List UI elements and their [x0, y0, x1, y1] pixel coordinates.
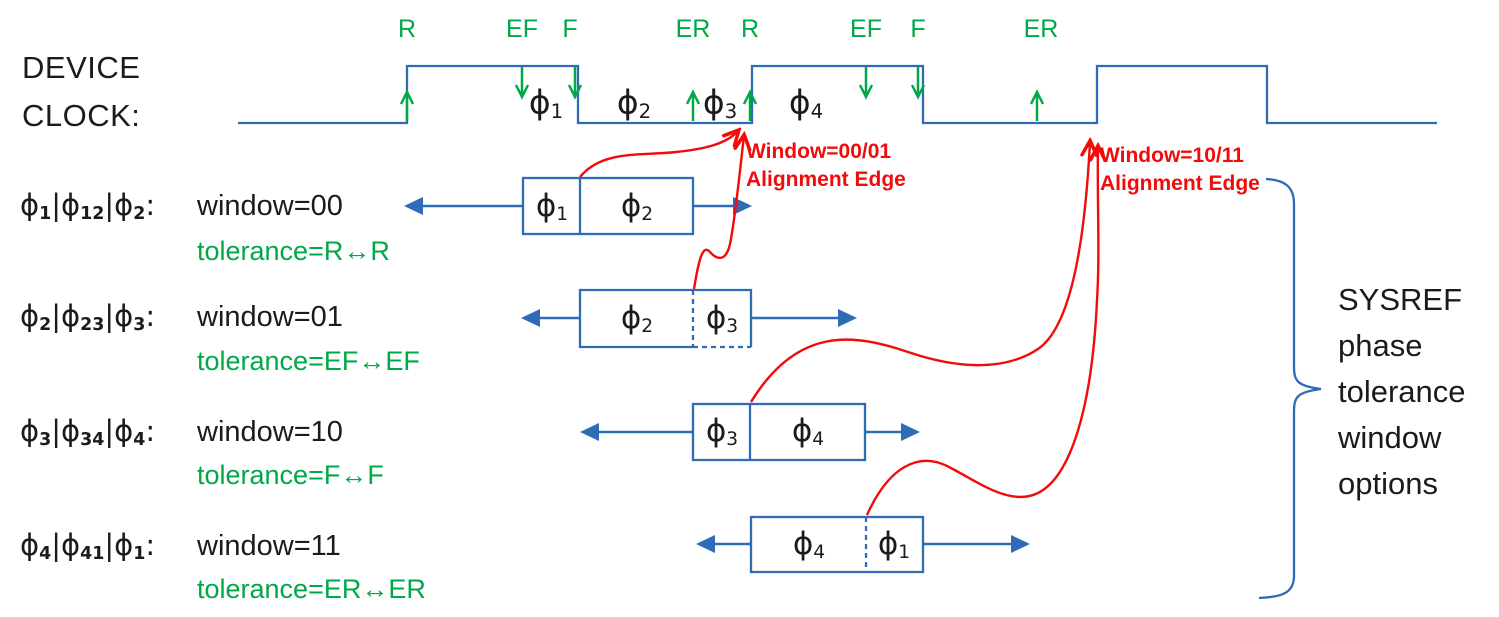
phase-expression: ϕ3|ϕ34|ϕ4:: [20, 414, 156, 450]
annotation-line2: Alignment Edge: [1100, 172, 1260, 195]
clock-edge-arrows: [399, 67, 1045, 121]
box-phase-label: ϕ4: [792, 526, 826, 564]
clock-phase-label: ϕ2: [616, 82, 652, 123]
legend-line: SYSREF: [1338, 282, 1463, 317]
falling-edge-arrow: [910, 67, 926, 100]
falling-edge-arrow: [514, 67, 530, 100]
clock-phase-label: ϕ1: [528, 82, 564, 123]
phase-expression: ϕ2|ϕ23|ϕ3:: [20, 299, 156, 335]
rising-edge-arrow: [1029, 89, 1045, 121]
annotation-line2: Alignment Edge: [746, 168, 906, 191]
arrowhead-icon: [901, 423, 920, 441]
device-clock-label-line1: DEVICE: [22, 50, 141, 85]
arrowhead-icon: [580, 423, 599, 441]
rising-edge-arrow: [742, 89, 758, 121]
sysref-legend: SYSREF phase tolerance window options: [1338, 277, 1466, 507]
clock-edge-label: EF: [850, 15, 882, 43]
clock-edge-label: ER: [1023, 15, 1059, 43]
clock-edge-label: F: [910, 15, 926, 43]
box-phase-label: ϕ3: [705, 300, 739, 338]
arrowhead-icon: [404, 197, 423, 215]
rising-edge-arrow: [399, 89, 415, 121]
box-phase-label: ϕ2: [620, 300, 654, 338]
box-phase-label: ϕ1: [535, 188, 569, 226]
arrowhead-icon: [1011, 535, 1030, 553]
device-clock-label: DEVICE CLOCK:: [22, 44, 140, 140]
window-code: window=11: [197, 530, 341, 562]
device-clock-label-line2: CLOCK:: [22, 98, 141, 133]
falling-edge-arrow: [567, 67, 583, 100]
alignment-leader-arrow: [749, 142, 1090, 403]
tolerance-range-arrows: [404, 197, 1030, 553]
arrowhead-icon: [733, 197, 752, 215]
falling-edge-arrow: [858, 67, 874, 100]
annotation-line1: Window=10/11: [1100, 144, 1244, 167]
phase-expression: ϕ1|ϕ12|ϕ2:: [20, 188, 156, 224]
box-phase-label: ϕ2: [620, 188, 654, 226]
legend-line: phase: [1338, 328, 1423, 363]
arrowhead-icon: [838, 309, 857, 327]
box-phase-label: ϕ1: [877, 526, 911, 564]
window-code: window=00: [197, 190, 343, 222]
tolerance-spec: tolerance=EF↔EF: [197, 346, 420, 376]
alignment-leader-arrow: [579, 131, 738, 178]
rising-edge-arrow: [685, 89, 701, 121]
window-code: window=10: [197, 416, 343, 448]
device-clock-waveform: [238, 64, 1437, 125]
alignment-edge-annotation: Window=00/01 Alignment Edge: [746, 138, 906, 194]
annotation-line1: Window=00/01: [746, 140, 892, 163]
alignment-leader-arrow: [865, 147, 1098, 516]
grouping-brace: [1258, 177, 1322, 600]
clock-edge-label: EF: [506, 15, 538, 43]
box-phase-label: ϕ3: [705, 413, 739, 451]
arrowhead-icon: [696, 535, 715, 553]
box-phase-label: ϕ4: [791, 413, 825, 451]
tolerance-spec: tolerance=F↔F: [197, 460, 384, 490]
arrowhead-icon: [521, 309, 540, 327]
tolerance-spec: tolerance=R↔R: [197, 236, 390, 266]
clock-edge-label: ER: [675, 15, 711, 43]
tolerance-window-boxes: [521, 176, 925, 574]
legend-line: window: [1338, 420, 1442, 455]
clock-edge-label: R: [397, 15, 417, 43]
clock-edge-label: F: [562, 15, 578, 43]
alignment-leader-arrow: [692, 136, 744, 290]
tolerance-window-box: [578, 288, 753, 349]
legend-line: tolerance: [1338, 374, 1466, 409]
clock-edge-label: R: [740, 15, 760, 43]
alignment-leader-arrows: [579, 131, 1098, 516]
alignment-edge-annotation: Window=10/11 Alignment Edge: [1100, 142, 1260, 198]
legend-line: options: [1338, 466, 1438, 501]
phase-expression: ϕ4|ϕ41|ϕ1:: [20, 528, 156, 564]
window-code: window=01: [197, 301, 343, 333]
clock-phase-label: ϕ3: [702, 82, 738, 123]
clock-phase-label: ϕ4: [788, 82, 824, 123]
tolerance-spec: tolerance=ER↔ER: [197, 574, 426, 604]
